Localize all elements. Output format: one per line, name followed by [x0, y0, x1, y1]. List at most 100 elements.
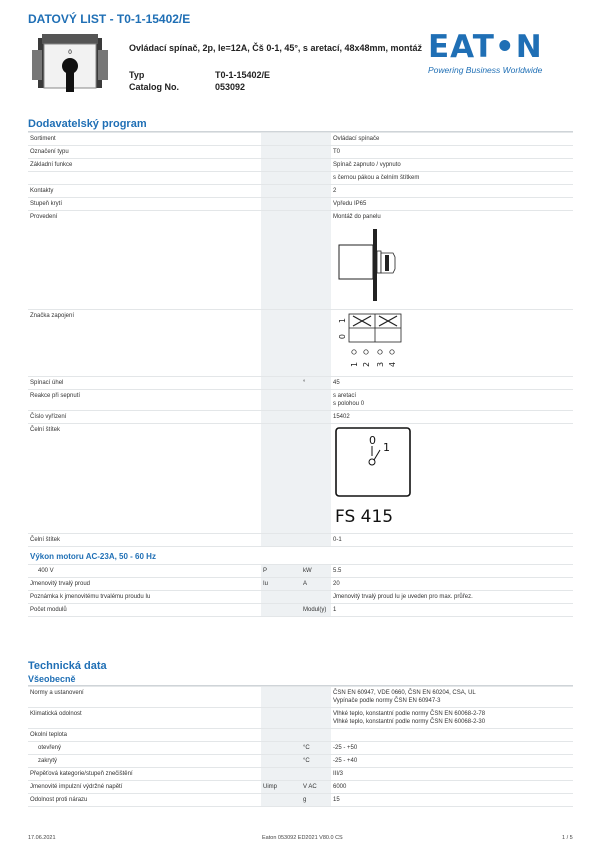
row-symbol: Uimp	[261, 780, 301, 794]
table-row: Značka zapojení 1 0	[28, 309, 573, 377]
panel-mounting-drawing	[338, 229, 396, 301]
row-unit	[301, 533, 331, 547]
row-value: Jmenovitý trvalý proud Iu je uveden pro …	[331, 590, 573, 604]
row-symbol	[261, 309, 301, 377]
row-unit: V AC	[301, 780, 331, 794]
row-label: Sortiment	[28, 132, 261, 146]
terminal-label: 4	[388, 362, 397, 367]
row-value: 15	[331, 793, 573, 807]
row-symbol	[261, 184, 301, 198]
catalog-row: Catalog No.053092	[129, 82, 245, 92]
logo-wordmark: EAT•N	[428, 29, 543, 65]
row-unit	[301, 184, 331, 198]
row-label: Značka zapojení	[28, 309, 261, 377]
row-value: -25 - +50	[331, 741, 573, 755]
table-row: Přepěťová kategorie/stupeň znečištění II…	[28, 767, 573, 781]
footer-date: 17.06.2021	[28, 835, 56, 841]
row-label: zakrytý	[28, 754, 261, 768]
row-symbol	[261, 197, 301, 211]
row-value: 2	[331, 184, 573, 198]
row-value: 45	[331, 376, 573, 390]
row-unit: °C	[301, 741, 331, 755]
front-label-cell: 0 1 FS 415	[331, 423, 573, 534]
row-label: Normy a ustanovení	[28, 686, 261, 708]
table-row: 400 V P kW 5.5	[28, 564, 573, 578]
row-symbol	[261, 603, 301, 617]
row-label: Stupeň krytí	[28, 197, 261, 211]
table-row: Odolnost proti nárazu g 15	[28, 793, 573, 807]
row-label: Klimatická odolnost	[28, 707, 261, 729]
table-row: s černou pákou a čelním štítkem	[28, 171, 573, 185]
mounting-cell: Montáž do panelu	[331, 210, 573, 310]
table-row: Sortiment Ovládací spínače	[28, 132, 573, 146]
row-label: Kontakty	[28, 184, 261, 198]
row-symbol	[261, 741, 301, 755]
row-label: otevřený	[28, 741, 261, 755]
eaton-logo: EAT•N Powering Business Worldwide	[428, 30, 574, 75]
type-value: T0-1-15402/E	[215, 70, 271, 80]
row-value-line: Vypínače podle normy ČSN EN 60947-3	[333, 698, 441, 704]
row-unit	[301, 410, 331, 424]
table-row: Označení typu T0	[28, 145, 573, 159]
row-unit	[301, 132, 331, 146]
table-row: Číslo vyřízení 15402	[28, 410, 573, 424]
row-unit	[301, 590, 331, 604]
motor-section-header: Výkon motoru AC-23A, 50 - 60 Hz	[28, 547, 573, 565]
terminal-label: 2	[362, 362, 371, 367]
row-value-line: Vlhké teplo, konstantní podle normy ČSN …	[333, 711, 486, 717]
row-symbol	[261, 533, 301, 547]
row-label: Jmenovité impulzní výdržné napětí	[28, 780, 261, 794]
type-label: Typ	[129, 70, 145, 80]
motor-section-cell: Výkon motoru AC-23A, 50 - 60 Hz	[28, 547, 573, 565]
row-label: 400 V	[28, 564, 261, 578]
row-label: Číslo vyřízení	[28, 410, 261, 424]
row-unit	[301, 767, 331, 781]
row-symbol	[261, 754, 301, 768]
row-value-line: s aretací	[333, 393, 357, 399]
front-label-code: FS 415	[335, 507, 393, 526]
table-row: otevřený °C -25 - +50	[28, 741, 573, 755]
row-value: 15402	[331, 410, 573, 424]
row-symbol: Iu	[261, 577, 301, 591]
svg-text:0: 0	[68, 49, 72, 56]
row-value-line: s polohou 0	[333, 401, 365, 407]
row-unit	[301, 389, 331, 411]
technical-table: Normy a ustanovení ČSN EN 60947, VDE 066…	[28, 686, 573, 807]
row-value-line: ČSN EN 60947, VDE 0660, ČSN EN 60204, CS…	[333, 690, 476, 696]
row-symbol	[261, 210, 301, 310]
row-unit	[301, 728, 331, 742]
row-label: Počet modulů	[28, 603, 261, 617]
wiring-diagram: 1 0 1 2 3 4	[338, 313, 402, 367]
row-unit	[301, 158, 331, 172]
row-value: Montáž do panelu	[333, 214, 381, 220]
product-description: Ovládací spínač, 2p, Ie=12A, Čš 0-1, 45°…	[129, 43, 422, 53]
row-label: Označení typu	[28, 145, 261, 159]
section-subtitle-general: Všeobecně	[28, 674, 76, 684]
section-title-program: Dodavatelský program	[28, 118, 147, 130]
wiring-cell: 1 0 1 2 3 4	[331, 309, 573, 377]
row-symbol	[261, 767, 301, 781]
footer-page: 1 / 5	[562, 835, 573, 841]
table-row: Jmenovitý trvalý proud Iu A 20	[28, 577, 573, 591]
product-image: 0	[32, 34, 108, 92]
row-value: Vpředu IP65	[331, 197, 573, 211]
row-value: -25 - +40	[331, 754, 573, 768]
row-unit	[301, 210, 331, 310]
row-unit	[301, 145, 331, 159]
table-row: Reakce při sepnutí s aretací s polohou 0	[28, 389, 573, 411]
row-unit: g	[301, 793, 331, 807]
row-symbol	[261, 389, 301, 411]
row-symbol	[261, 376, 301, 390]
row-value: ČSN EN 60947, VDE 0660, ČSN EN 60204, CS…	[331, 686, 573, 708]
motor-section-title: Výkon motoru AC-23A, 50 - 60 Hz	[30, 552, 156, 561]
row-value: 1	[331, 603, 573, 617]
row-value: 6000	[331, 780, 573, 794]
row-symbol	[261, 590, 301, 604]
row-unit	[301, 423, 331, 534]
table-row: Provedení Montáž do panelu	[28, 210, 573, 310]
section-divider	[28, 131, 573, 132]
program-table: Sortiment Ovládací spínače Označení typu…	[28, 132, 573, 617]
row-unit	[301, 197, 331, 211]
row-value: Vlhké teplo, konstantní podle normy ČSN …	[331, 707, 573, 729]
row-symbol	[261, 171, 301, 185]
